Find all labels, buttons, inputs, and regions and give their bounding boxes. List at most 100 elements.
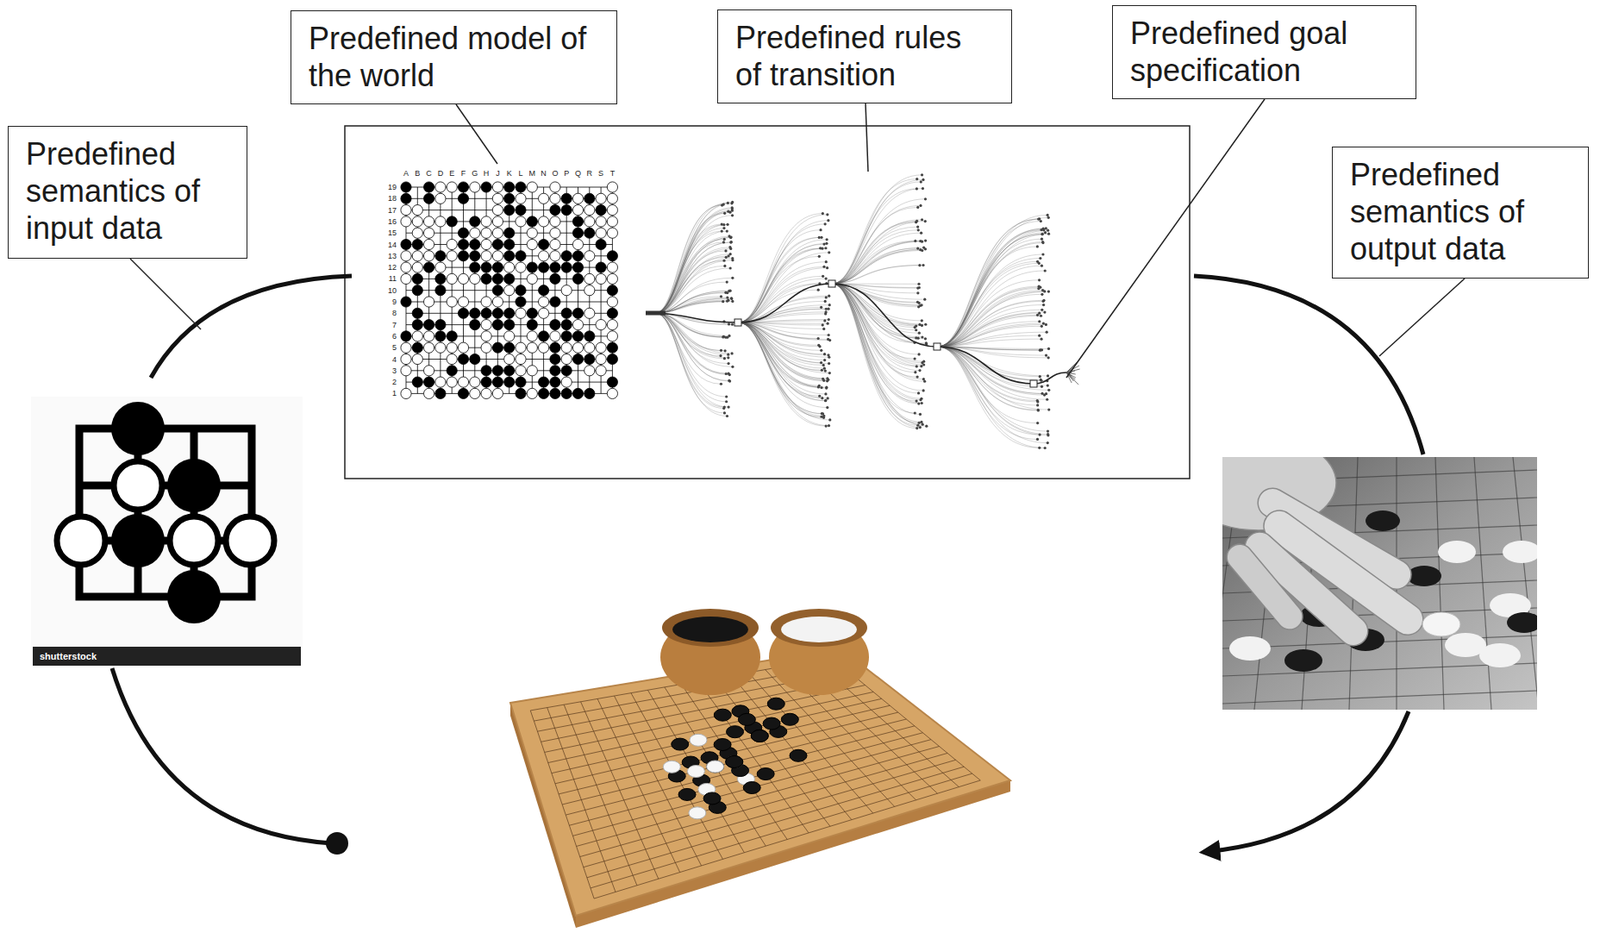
white-stone (446, 238, 457, 250)
tree-branch (831, 283, 919, 285)
row-coordinate: 10 (379, 286, 397, 295)
black-stone (469, 216, 481, 227)
white-stone (572, 238, 583, 250)
tree-leaf (725, 394, 728, 398)
white-stone (481, 250, 492, 262)
black-stone (515, 205, 526, 216)
tree-branch (737, 322, 827, 388)
white-stone (706, 760, 725, 773)
go-diagram (400, 181, 619, 400)
tree-leaf (1043, 310, 1046, 313)
black-stone (504, 205, 515, 216)
tree-branch (937, 323, 1044, 347)
tree-branch (937, 218, 1040, 347)
photo-grid (1222, 456, 1538, 710)
tree-leaf (924, 323, 927, 326)
tree-branch (937, 233, 1050, 347)
tree-leaf (922, 388, 925, 392)
tree-leaf (825, 386, 828, 389)
column-coordinate: G (466, 168, 484, 178)
white-stone (424, 387, 435, 399)
tree-leaf (1047, 216, 1050, 219)
tree-branch (937, 346, 1038, 411)
white-stone (584, 250, 595, 262)
tree-leaf (924, 219, 927, 223)
board-line (583, 759, 957, 867)
tree-leaf (916, 375, 919, 378)
black-stone (561, 250, 572, 262)
tree-leaf (725, 223, 729, 226)
tree-branch (831, 283, 924, 380)
black-stone (515, 296, 526, 307)
black-stone (457, 353, 469, 364)
tree-branch (937, 233, 1043, 347)
tree-leaf (725, 256, 728, 259)
tree-leaf (719, 382, 723, 386)
white-stone (1502, 540, 1538, 563)
black-stone (492, 365, 503, 376)
white-stone (457, 376, 469, 388)
column-coordinate: O (546, 168, 564, 178)
callout-text: Predefined goal specification (1130, 14, 1398, 89)
white-stone (526, 331, 538, 342)
white-stone (424, 331, 435, 342)
tree-leaf (1036, 260, 1039, 263)
tree-leaf (1039, 378, 1043, 382)
black-stone (515, 250, 526, 262)
white-stone (688, 806, 707, 819)
black-stone (561, 205, 572, 216)
white-stone (606, 331, 618, 342)
tree-branch (737, 224, 825, 323)
tree-leaf (824, 399, 827, 402)
tree-leaf (1045, 331, 1049, 334)
black-stone (538, 262, 550, 273)
white-stone (606, 387, 618, 399)
tree-leaf (826, 322, 830, 325)
black-stone (412, 307, 423, 319)
white-stone (538, 307, 550, 319)
black-stone (595, 205, 607, 216)
tree-leaf (924, 337, 927, 340)
tree-node (828, 280, 836, 288)
white-stone (606, 273, 618, 284)
black-stone (435, 331, 446, 342)
white-stone (703, 792, 721, 805)
white-stone (515, 353, 526, 364)
white-stone (1229, 636, 1271, 661)
white-stone (595, 319, 607, 331)
tree-leaf (918, 412, 922, 416)
white-stone (424, 250, 435, 262)
tree-leaf (722, 259, 725, 263)
black-stone (457, 238, 469, 250)
tree-leaf (914, 328, 918, 332)
white-stone (572, 319, 583, 331)
white-stone (412, 353, 423, 364)
white-stone (595, 342, 607, 353)
tree-branch (737, 322, 825, 381)
tree-leaf (1044, 323, 1048, 326)
tree-leaf (823, 358, 826, 362)
tree-leaf (1039, 379, 1043, 382)
tree-leaf (725, 295, 729, 299)
black-stone (446, 216, 457, 227)
tree-leaf (731, 213, 734, 217)
tree-leaf (1047, 347, 1050, 350)
tree-leaf (726, 210, 730, 213)
black-stone (606, 307, 618, 319)
board-line (562, 718, 907, 805)
tree-leaf (1046, 213, 1050, 217)
tree-branch (831, 283, 927, 344)
cycle-arrow (1205, 711, 1409, 852)
black-stone (526, 262, 538, 273)
black-stone (561, 193, 572, 204)
tree-leaf (1036, 400, 1039, 403)
tree-branch (737, 322, 830, 374)
column-coordinate: E (443, 168, 461, 178)
black-stone (504, 238, 515, 250)
tree-leaf (913, 370, 917, 374)
white-stone (435, 376, 446, 388)
tree-leaf (824, 310, 827, 313)
tree-leaf (1047, 232, 1050, 236)
board-line (647, 689, 744, 852)
